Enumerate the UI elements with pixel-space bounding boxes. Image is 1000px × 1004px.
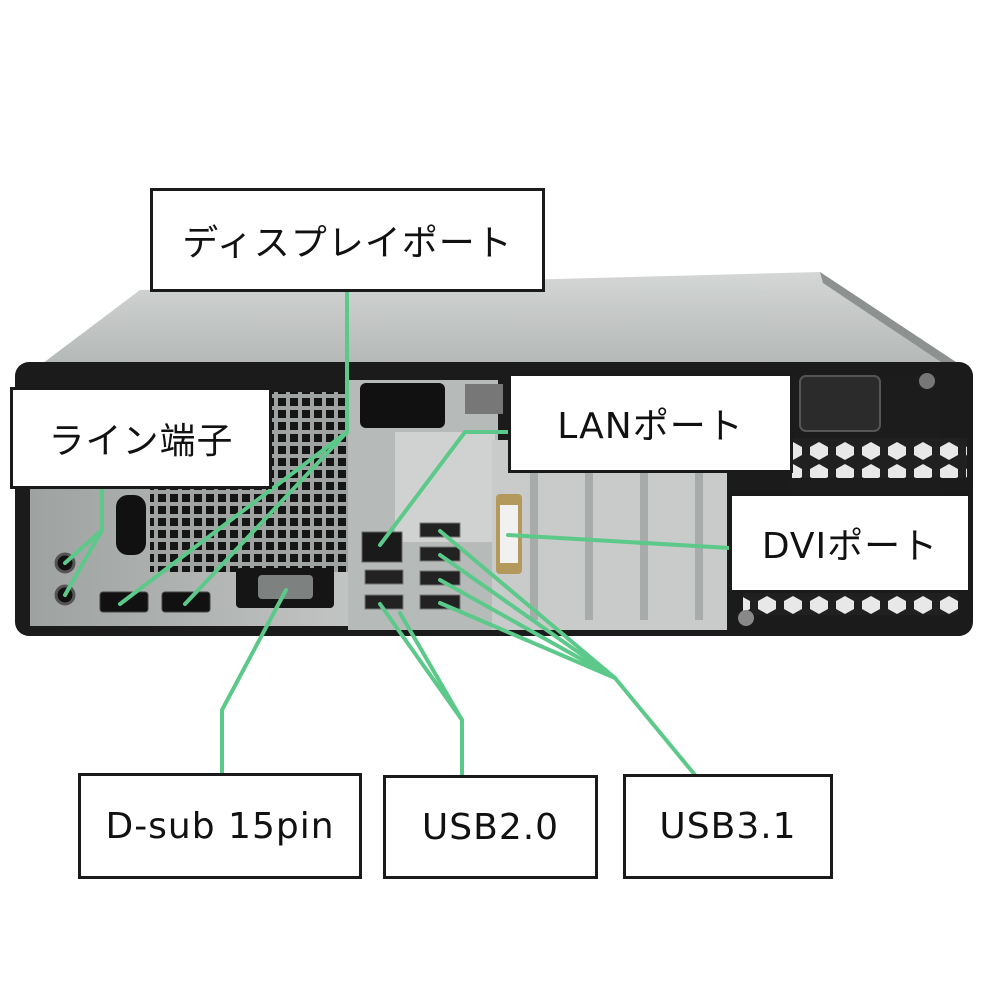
callout-line-jack-2 xyxy=(63,528,104,597)
label-line-jack-text: ライン端子 xyxy=(48,421,234,462)
dsub-port xyxy=(236,568,334,608)
callout-usb2-b xyxy=(398,611,464,722)
label-lan-port: LANポート xyxy=(508,373,793,473)
usb2-ports xyxy=(364,569,404,610)
label-usb2: USB2.0 xyxy=(383,775,598,879)
label-line-jack: ライン端子 xyxy=(10,387,272,489)
callout-usb3-c xyxy=(438,578,617,680)
label-dvi-port-text: DVIポート xyxy=(761,526,939,567)
label-usb3: USB3.1 xyxy=(623,774,833,879)
lan-port xyxy=(361,531,403,563)
label-usb3-text: USB3.1 xyxy=(659,806,797,847)
label-display-port-text: ディスプレイポート xyxy=(182,223,513,264)
label-dsub-text: D-sub 15pin xyxy=(105,805,335,847)
callout-display-port-2 xyxy=(183,430,349,606)
callout-lines xyxy=(63,288,732,777)
label-dsub: D-sub 15pin xyxy=(78,773,362,879)
label-display-port: ディスプレイポート xyxy=(150,188,545,292)
label-usb2-text: USB2.0 xyxy=(421,806,560,848)
callout-lan xyxy=(378,430,512,547)
callout-dsub xyxy=(220,588,288,777)
callout-usb3-b xyxy=(438,553,617,680)
label-dvi-port: DVIポート xyxy=(729,493,971,593)
callout-dvi xyxy=(506,533,732,550)
callout-usb3-d xyxy=(438,601,617,680)
label-lan-port-text: LANポート xyxy=(557,406,744,447)
